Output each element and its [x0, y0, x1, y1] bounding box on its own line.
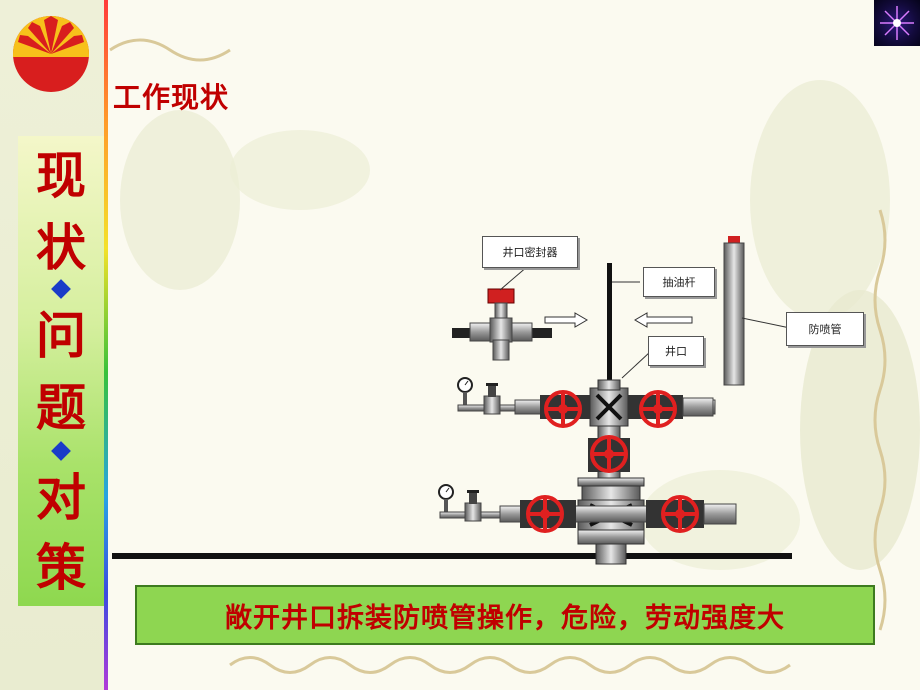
- side-char-1: 现: [36, 147, 86, 205]
- valve-handwheels: [526, 390, 699, 533]
- upper-gauge: [457, 377, 519, 415]
- company-logo-icon: [13, 16, 89, 92]
- side-char-2: 状: [36, 219, 86, 277]
- sparkle-icon: [874, 0, 920, 46]
- wellhead-sealer-device: [452, 288, 552, 361]
- conclusion-banner: 敞开井口拆装防喷管操作，危险，劳动强度大: [135, 585, 875, 645]
- lower-casing-head: [499, 477, 737, 565]
- arrow-right: [544, 312, 588, 328]
- side-char-5: 对: [36, 469, 86, 527]
- page-title: 工作现状: [113, 81, 230, 114]
- side-char-4: 题: [36, 379, 86, 437]
- rainbow-divider: [104, 0, 108, 690]
- label-sucker-rod: 抽油杆: [643, 267, 715, 297]
- side-nav-tab: 现 状 问 题 对 策: [18, 136, 104, 606]
- label-wellhead: 井口: [648, 336, 704, 366]
- label-wellhead-sealer: 井口密封器: [482, 236, 578, 268]
- label-blowout-pipe: 防喷管: [786, 312, 864, 346]
- side-char-6: 策: [36, 539, 86, 597]
- sucker-rod: [607, 263, 612, 385]
- arrow-left: [634, 312, 693, 328]
- callout-leaders: [499, 265, 791, 379]
- ground-line: [112, 553, 792, 559]
- blowout-pipe: [723, 236, 745, 386]
- side-char-3: 问: [36, 307, 86, 365]
